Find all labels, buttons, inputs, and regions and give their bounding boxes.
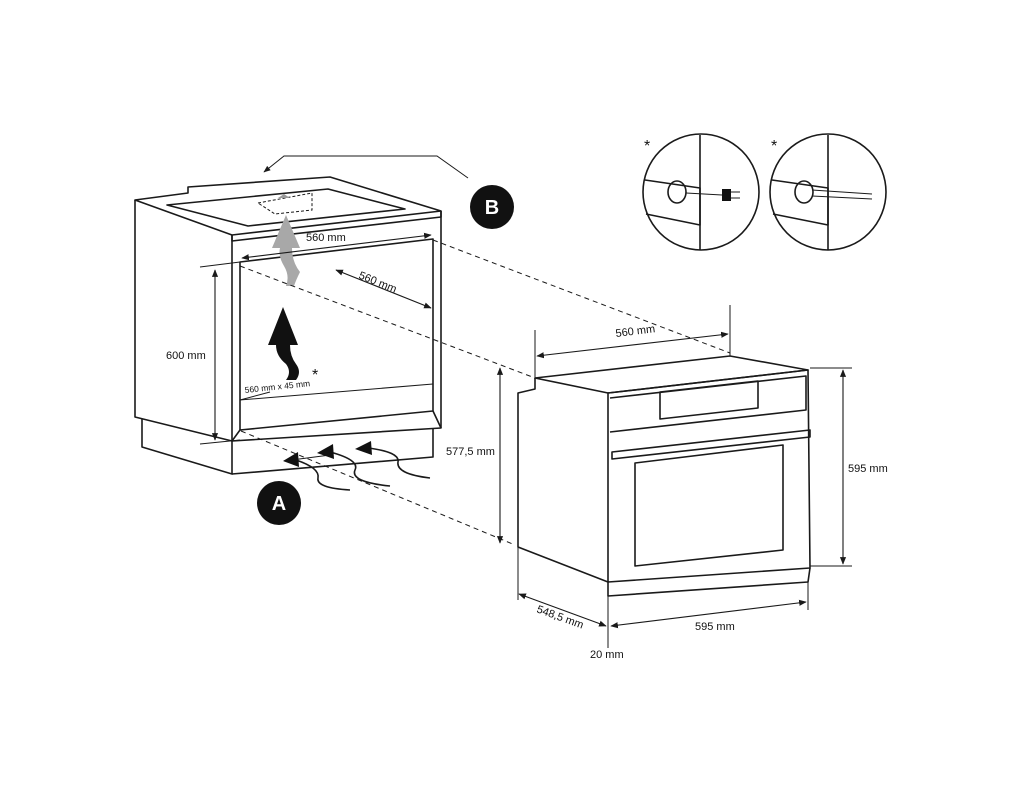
oven-top-width-label: 560 mm (615, 323, 656, 340)
detail-circle-cable (769, 133, 887, 251)
badge-a: A (257, 481, 301, 525)
cabinet-dimensions (199, 232, 432, 445)
airflow-intake-arrows (283, 441, 431, 491)
oven-front-height-label: 595 mm (848, 463, 888, 475)
oven (517, 355, 811, 597)
plug-detail-asterisk: * (644, 138, 650, 155)
cabinet-width-label: 560 mm (306, 232, 346, 244)
cabinet-height-label: 600 mm (166, 350, 206, 362)
cable-detail-asterisk: * (771, 138, 777, 155)
badge-b: B (470, 185, 514, 229)
airflow-up-arrow-lower (268, 307, 299, 380)
oven-dimensions (496, 305, 852, 648)
badge-b-label: B (485, 197, 499, 219)
badge-a-label: A (272, 493, 286, 515)
oven-depth-label: 548,5 mm (535, 604, 585, 632)
vent-asterisk: * (312, 367, 318, 384)
top-vent-icon (256, 192, 313, 215)
oven-height-label: 577,5 mm (446, 446, 495, 458)
pointer-line-b (263, 155, 469, 179)
vent-opening-label: 560 mm x 45 mm (244, 378, 310, 395)
front-thickness-label: 20 mm (590, 649, 624, 661)
oven-front-width-label: 595 mm (695, 621, 735, 633)
detail-circle-plug (642, 133, 760, 251)
airflow-up-arrow-top (272, 215, 300, 286)
cabinet-depth-label: 560 mm (357, 270, 398, 296)
